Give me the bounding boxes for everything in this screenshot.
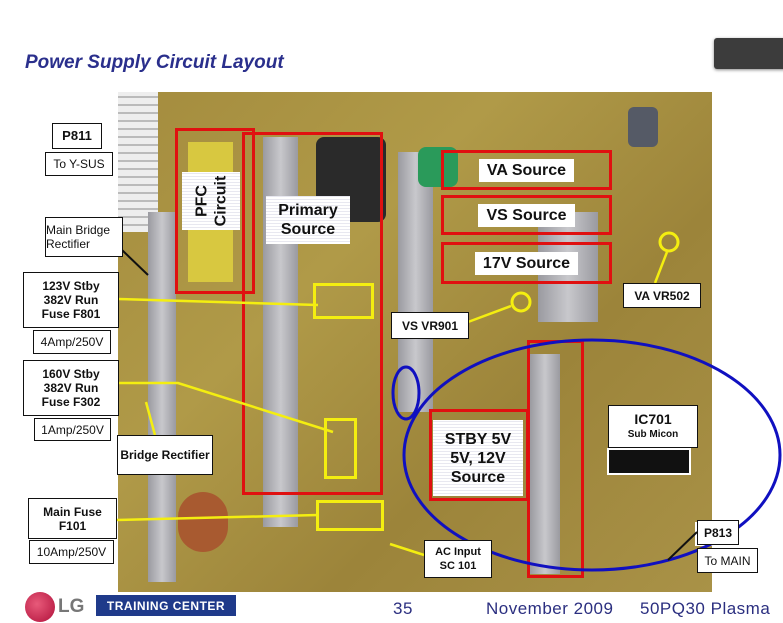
ac-input-line-2: SC 101: [439, 560, 477, 572]
fuse-f302-label: 160V Stby 382V Run Fuse F302: [23, 360, 119, 416]
pfc-circuit-label: PFC Circuit: [182, 172, 240, 230]
f801-line-2: 382V Run: [43, 293, 99, 307]
f801-line-3: Fuse F801: [41, 307, 101, 321]
source-text: Source: [280, 221, 336, 238]
vr502-leader: [653, 251, 669, 284]
f801-rating-label: 4Amp/250V: [33, 330, 111, 354]
stby-line-2: 5V, 12V: [450, 449, 506, 467]
vs-source-label: VS Source: [478, 203, 575, 227]
primary-text: Primary: [278, 202, 338, 219]
va-source-label: VA Source: [478, 158, 575, 182]
lg-logo-icon: [25, 592, 55, 622]
main-fuse-label: Main Fuse F101: [28, 498, 117, 539]
main-fuse-line-1: Main Fuse: [43, 504, 102, 519]
heatsink: [530, 354, 560, 574]
ac-input-leader: [389, 542, 425, 557]
main-fuse-rating-label: 10Amp/250V: [29, 540, 114, 564]
pfc-circuit-region: [175, 128, 255, 294]
primary-source-label: Primary Source: [266, 196, 350, 244]
ic701-chip-outline: [607, 448, 691, 475]
f801-line-1: 123V Stby: [42, 279, 100, 293]
ac-input-label: AC Input SC 101: [424, 540, 492, 578]
footer-date: November 2009: [486, 599, 614, 618]
va-source-region: VA Source: [441, 150, 612, 190]
main-fuse-line-2: F101: [58, 518, 87, 533]
primary-source-region: [242, 132, 383, 495]
to-ysus-label: To Y-SUS: [45, 152, 113, 176]
17v-source-label: 17V Source: [474, 251, 579, 275]
f302-rating-label: 1Amp/250V: [34, 418, 111, 441]
footer-model: 50PQ30 Plasma: [640, 599, 771, 618]
capacitor: [418, 147, 458, 187]
p811-label: P811: [52, 123, 102, 149]
low-voltage-ellipse: [402, 338, 782, 572]
main-bridge-leader: [121, 249, 149, 276]
lg-logo-text: LG: [58, 596, 85, 617]
slide-title: Power Supply Circuit Layout: [25, 52, 284, 73]
vs-source-region: VS Source: [441, 195, 612, 235]
fuse-f801-label: 123V Stby 382V Run Fuse F801: [23, 272, 119, 328]
vr502-circle: [658, 231, 680, 253]
sub-micon-text: Sub Micon: [627, 428, 679, 440]
f302-line-2: 382V Run: [43, 381, 99, 395]
component-ellipse: [391, 365, 421, 421]
stby-source-label: STBY 5V 5V, 12V Source: [433, 420, 523, 496]
vr901-circle: [510, 291, 532, 313]
vs-vr901-label: VS VR901: [391, 312, 469, 339]
fuse-f801-highlight: [313, 283, 374, 319]
f101-leader: [115, 513, 319, 522]
main-bridge-rectifier-label: Main Bridge Rectifier: [45, 217, 123, 257]
p813-label: P813: [697, 520, 739, 545]
17v-source-region: 17V Source: [441, 242, 612, 284]
f302-line-1: 160V Stby: [42, 367, 100, 381]
vr901-leader: [467, 304, 512, 324]
to-main-label: To MAIN: [697, 548, 758, 573]
stby-line-3: Source: [450, 468, 506, 486]
bridge-rectifier-leader: [144, 401, 157, 436]
f302-leader: [118, 381, 334, 434]
page-number: 35: [393, 599, 413, 618]
stby-line-1: STBY 5V: [444, 430, 512, 448]
training-center-badge: TRAINING CENTER: [96, 595, 236, 616]
ic701-text: IC701: [634, 410, 672, 427]
choke-coil: [178, 492, 228, 552]
p813-leader: [667, 531, 698, 561]
va-vr502-label: VA VR502: [623, 283, 701, 308]
bridge-rectifier-label: Bridge Rectifier: [117, 435, 213, 475]
f302-line-3: Fuse F302: [41, 395, 101, 409]
f801-leader: [117, 297, 319, 307]
ac-input-line-1: AC Input: [435, 546, 481, 558]
connector-p811-cable: [118, 92, 158, 232]
capacitor: [628, 107, 658, 147]
overlay-popup[interactable]: [714, 38, 783, 69]
fuse-f302-highlight: [324, 418, 357, 479]
ic701-label: IC701 Sub Micon: [608, 405, 698, 448]
